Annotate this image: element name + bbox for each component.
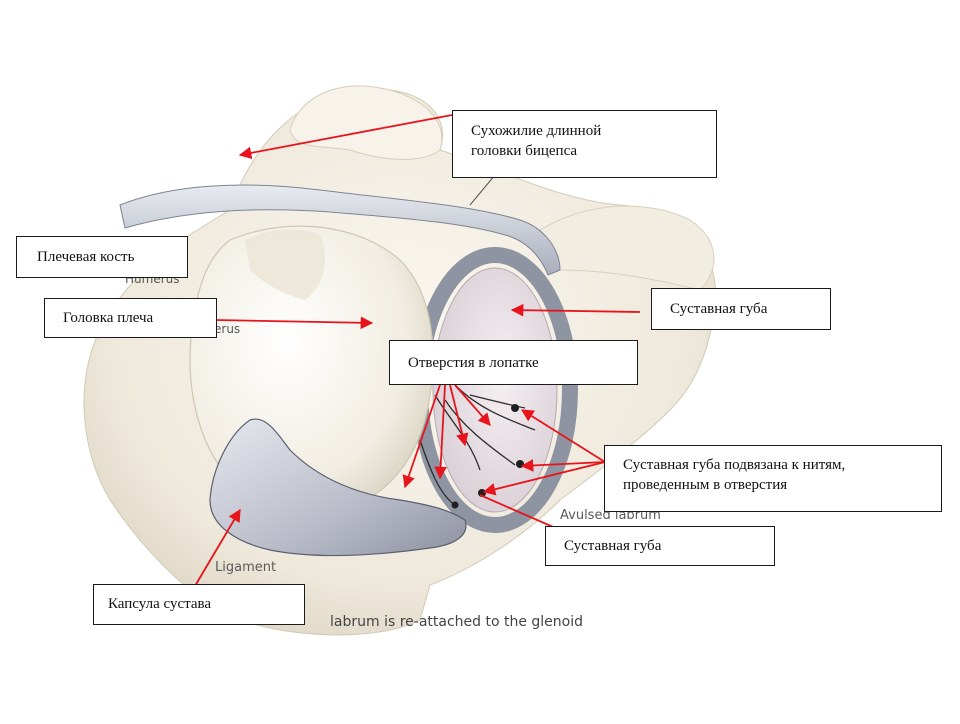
label-labrum-bottom: Суставная губа (545, 526, 775, 566)
label-line: Суставная губа подвязана к нитям, (623, 457, 846, 473)
joint-capsule (209, 418, 467, 557)
sutures (419, 384, 536, 506)
label-capsule: Капсула сустава (93, 584, 305, 625)
label-line: Головка плеча (63, 310, 154, 326)
label-labrum-top: Суставная губа (651, 288, 831, 330)
underlay-ligament: Ligament (215, 560, 277, 575)
coracoid-process (289, 85, 443, 160)
label-line: Суставная губа (564, 538, 662, 554)
underlay-erus: erus (214, 322, 241, 336)
label-line: Сухожилие длинной (471, 123, 602, 139)
glenoid-fossa (432, 267, 558, 513)
acromion (539, 205, 715, 291)
tendon-leader-line (469, 174, 496, 206)
underlay-caption: labrum is re-attached to the glenoid (330, 614, 584, 630)
label-line: Отверстия в лопатке (408, 355, 539, 371)
label-scapula-holes: Отверстия в лопатке (389, 340, 638, 385)
label-line: Суставная губа (670, 301, 768, 317)
label-line: Плечевая кость (37, 249, 135, 265)
label-humerus: Плечевая кость (16, 236, 188, 278)
label-labrum-tied: Суставная губа подвязана к нитям, провед… (604, 445, 942, 512)
label-line: проведенным в отверстия (623, 477, 788, 493)
annotation-arrows (194, 114, 641, 587)
label-line: головки бицепса (471, 143, 578, 159)
humerus-surface (245, 229, 325, 300)
biceps-tendon-band (119, 184, 561, 276)
label-humeral-head: Головка плеча (44, 298, 217, 338)
label-line: Капсула сустава (108, 596, 212, 612)
label-biceps-tendon: Сухожилие длинной головки бицепса (452, 110, 717, 178)
